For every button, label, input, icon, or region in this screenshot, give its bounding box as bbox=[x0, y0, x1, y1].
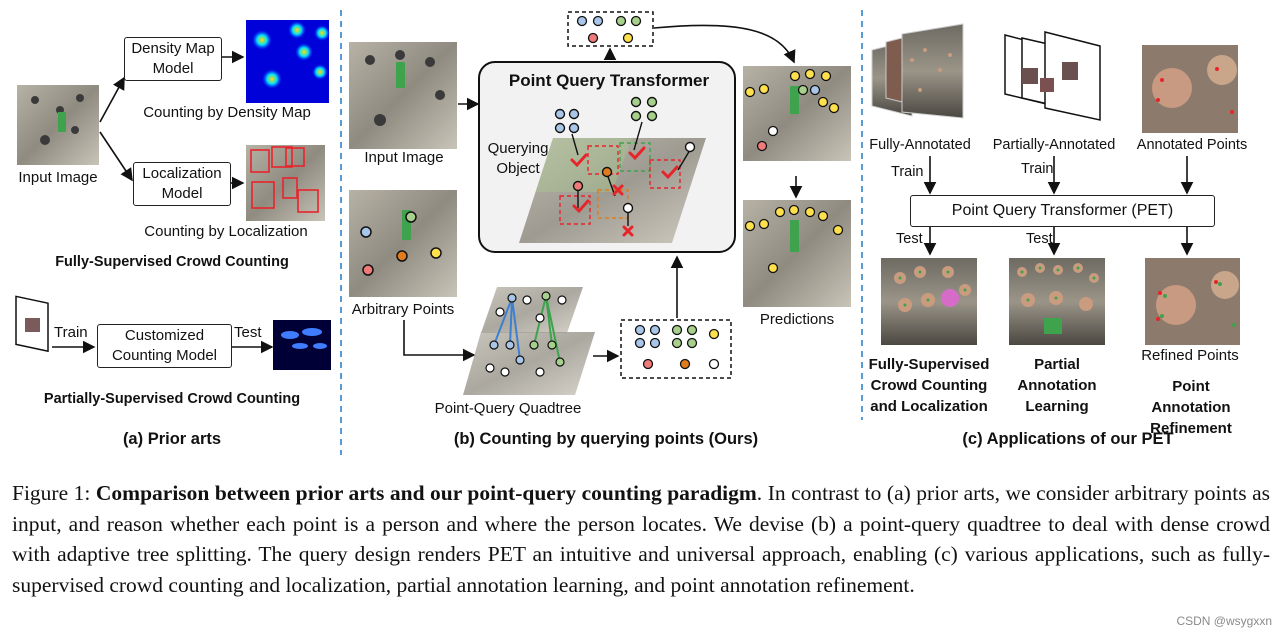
panel-a-title: (a) Prior arts bbox=[122, 430, 222, 448]
watermark: CSDN @wsygxxn bbox=[1176, 614, 1272, 628]
querying-object-label: Querying Object bbox=[487, 140, 549, 177]
refined-points-label: Refined Points bbox=[1141, 347, 1239, 364]
app3-label: Point Annotation Refinement bbox=[1150, 378, 1232, 437]
localization-caption: Counting by Localization bbox=[144, 223, 308, 240]
input-image-label-b: Input Image bbox=[364, 149, 444, 166]
arbitrary-points-image bbox=[349, 190, 457, 297]
app2-label: Partial Annotation Learning bbox=[1017, 356, 1097, 415]
predictions-label: Predictions bbox=[759, 311, 835, 328]
customized-counting-model-box: Customized Counting Model bbox=[97, 324, 232, 368]
fully-annotated-label: Fully-Annotated bbox=[869, 137, 971, 153]
test-label-c2: Test bbox=[1026, 231, 1053, 247]
pet-box-c: Point Query Transformer (PET) bbox=[910, 195, 1215, 227]
pet-title: Point Query Transformer bbox=[508, 71, 710, 90]
train-label-a: Train bbox=[54, 324, 88, 341]
fully-supervised-label: Fully-Supervised Crowd Counting bbox=[55, 254, 289, 270]
panel-c-title: (c) Applications of our PET bbox=[962, 430, 1174, 448]
caption-bold: Comparison between prior arts and our po… bbox=[95, 481, 757, 505]
annotated-points-label: Annotated Points bbox=[1136, 137, 1248, 153]
figure-caption: Figure 1: Comparison between prior arts … bbox=[12, 478, 1270, 600]
test-label-a: Test bbox=[234, 324, 262, 341]
density-map-caption: Counting by Density Map bbox=[143, 104, 311, 121]
localization-model-box: Localization Model bbox=[133, 162, 231, 206]
caption-rest: . In contrast to (a) prior arts, we cons… bbox=[12, 481, 1270, 597]
quadtree-bottom bbox=[463, 332, 595, 395]
prediction-image-2 bbox=[743, 200, 851, 307]
quadtree-label: Point-Query Quadtree bbox=[434, 400, 582, 417]
quadtree-top bbox=[481, 287, 583, 333]
train-label-c2: Train bbox=[1021, 161, 1054, 177]
train-label-c1: Train bbox=[891, 164, 924, 180]
partially-supervised-label: Partially-Supervised Crowd Counting bbox=[43, 391, 301, 407]
partially-annotated-label: Partially-Annotated bbox=[992, 137, 1116, 153]
test-label-c1: Test bbox=[896, 231, 923, 247]
fully-annotated-img3 bbox=[901, 23, 964, 119]
density-map-model-box: Density Map Model bbox=[124, 37, 222, 81]
arbitrary-points-label: Arbitrary Points bbox=[351, 301, 455, 318]
input-image-label-a: Input Image bbox=[18, 169, 98, 186]
figure-canvas bbox=[15, 10, 1240, 455]
app1-label: Fully-Supervised Crowd Counting and Loca… bbox=[868, 356, 990, 415]
panel-b-title: (b) Counting by querying points (Ours) bbox=[453, 430, 759, 448]
caption-label: Figure 1: bbox=[12, 481, 91, 505]
